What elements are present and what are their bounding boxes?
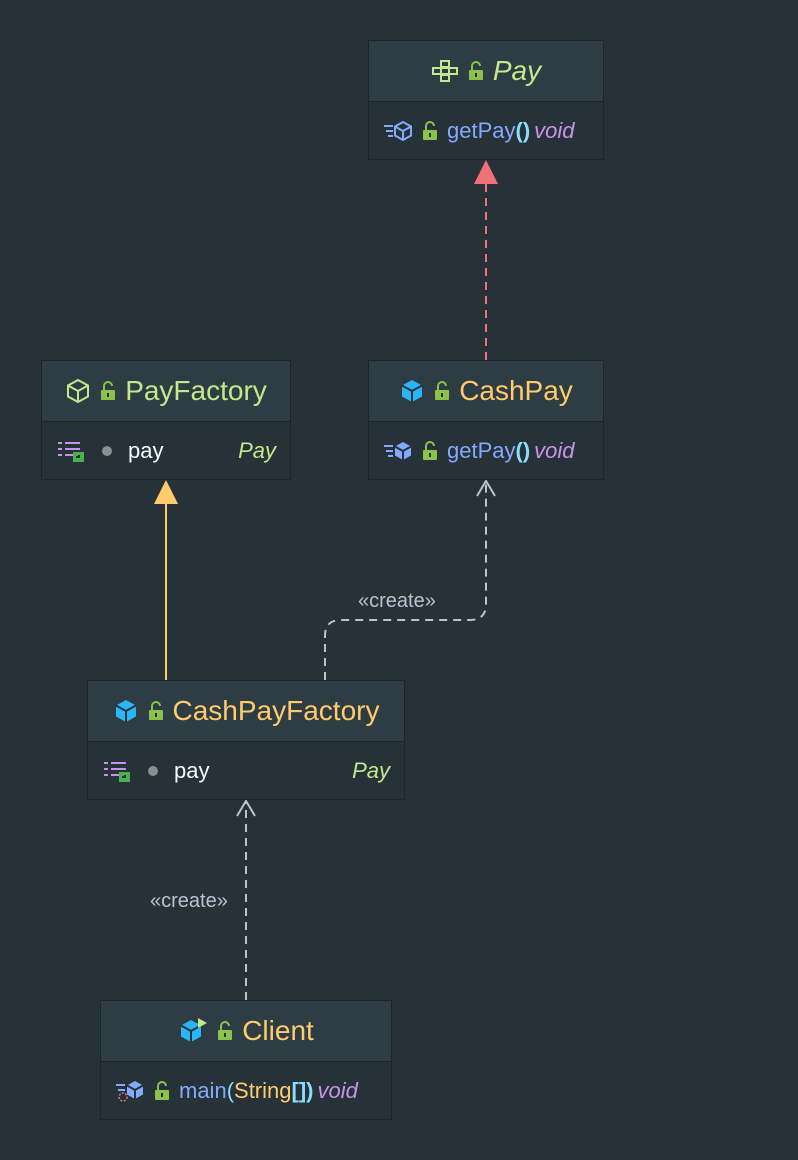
class-icon bbox=[399, 378, 425, 404]
field-name: pay bbox=[128, 437, 164, 463]
dependency-arrowhead bbox=[236, 799, 256, 817]
method-icon bbox=[383, 440, 413, 462]
node-title: Pay bbox=[492, 55, 542, 86]
realization-arrowhead bbox=[474, 160, 498, 184]
method-row[interactable]: getPay()void bbox=[369, 102, 603, 159]
field-icon bbox=[56, 439, 86, 463]
method-open-paren: ( bbox=[226, 1077, 235, 1103]
field-row[interactable]: pay Pay bbox=[88, 742, 404, 799]
field-row[interactable]: pay Pay bbox=[42, 422, 290, 479]
class-icon bbox=[113, 698, 139, 724]
method-close-paren: ) bbox=[306, 1077, 314, 1103]
unlocked-icon bbox=[147, 701, 165, 721]
node-title: CashPay bbox=[459, 375, 573, 406]
return-type: void bbox=[534, 117, 575, 143]
param-type: String bbox=[234, 1077, 292, 1103]
unlocked-icon bbox=[216, 1021, 234, 1041]
unlocked-icon bbox=[153, 1080, 171, 1101]
method-name: getPay bbox=[447, 437, 516, 463]
array-brackets: [] bbox=[291, 1077, 307, 1103]
node-client[interactable]: Client main(String[])void bbox=[100, 1000, 392, 1120]
field-type: Pay bbox=[238, 437, 276, 463]
return-type: void bbox=[317, 1077, 358, 1103]
dependency-arrowhead bbox=[476, 479, 496, 497]
node-header: CashPayFactory bbox=[88, 681, 404, 742]
node-header: PayFactory bbox=[42, 361, 290, 422]
node-header: CashPay bbox=[369, 361, 603, 422]
static-method-icon bbox=[115, 1079, 145, 1103]
method-icon bbox=[383, 120, 413, 142]
node-header: Client bbox=[101, 1001, 391, 1062]
unlocked-icon bbox=[433, 381, 451, 401]
unlocked-icon bbox=[467, 61, 485, 81]
package-private-dot-icon bbox=[102, 445, 112, 456]
field-icon bbox=[102, 759, 132, 783]
method-parens: () bbox=[515, 117, 531, 143]
main-class-icon bbox=[178, 1017, 208, 1045]
field-type: Pay bbox=[352, 757, 390, 783]
unlocked-icon bbox=[421, 120, 439, 141]
unlocked-icon bbox=[421, 440, 439, 461]
node-title: CashPayFactory bbox=[172, 695, 380, 726]
interface-icon bbox=[431, 59, 459, 83]
node-cash-pay-factory[interactable]: CashPayFactory pay Pay bbox=[87, 680, 405, 800]
package-private-dot-icon bbox=[148, 765, 158, 776]
node-pay[interactable]: Pay getPay()void bbox=[368, 40, 604, 160]
node-header: Pay bbox=[369, 41, 603, 102]
create-label: «create» bbox=[358, 590, 436, 612]
dependency-edge-create-cashpay[interactable] bbox=[324, 482, 487, 680]
method-row[interactable]: getPay()void bbox=[369, 422, 603, 479]
unlocked-icon bbox=[99, 381, 117, 401]
abstract-class-icon bbox=[65, 378, 91, 404]
node-cash-pay[interactable]: CashPay getPay()void bbox=[368, 360, 604, 480]
generalization-arrowhead bbox=[154, 480, 178, 504]
field-name: pay bbox=[174, 757, 210, 783]
method-row[interactable]: main(String[])void bbox=[101, 1062, 391, 1119]
method-parens: () bbox=[515, 437, 531, 463]
create-label: «create» bbox=[150, 890, 228, 912]
return-type: void bbox=[534, 437, 575, 463]
node-title: Client bbox=[242, 1015, 314, 1046]
method-name: main bbox=[179, 1077, 227, 1103]
node-pay-factory[interactable]: PayFactory pay Pay bbox=[41, 360, 291, 480]
node-title: PayFactory bbox=[125, 375, 267, 406]
method-name: getPay bbox=[447, 117, 516, 143]
